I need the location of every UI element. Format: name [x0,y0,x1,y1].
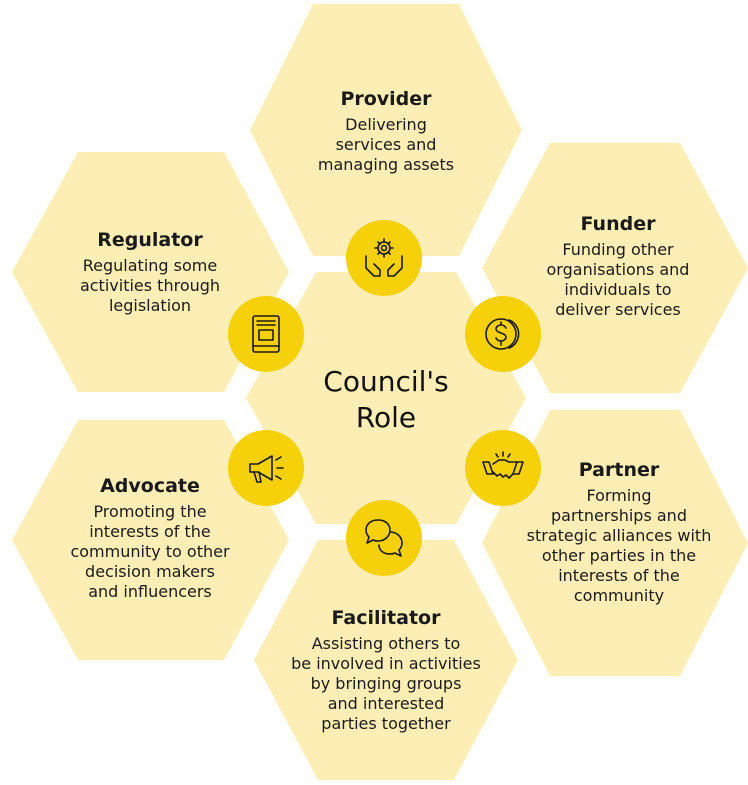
speech-bubbles-icon [365,519,403,557]
funder-text: Funder Funding other organisations and i… [518,212,718,320]
partner-hexagon [482,410,748,676]
partner-line-1: Forming [586,486,652,505]
funder-title: Funder [580,213,656,235]
provider-line-3: managing assets [317,155,455,174]
funder-line-1: Funding other [562,240,674,259]
provider-title: Provider [340,88,432,110]
partner-line-5: interests of the [558,566,680,585]
handshake-icon [482,451,524,479]
regulator-text: Regulator Regulating some activities thr… [40,228,260,316]
facilitator-line-5: parties together [321,714,451,733]
facilitator-hexagon [254,540,518,780]
advocate-hexagon [12,420,289,660]
advocate-line-4: decision makers [85,562,215,581]
regulator-line-3: legislation [108,296,192,315]
regulator-hexagon [12,152,289,392]
regulator-title: Regulator [97,229,203,251]
dollar-coin-icon [485,318,520,350]
funder-hexagon [482,143,748,393]
facilitator-line-3: by bringing groups [310,674,462,693]
provider-line-2: services and [335,135,437,154]
facilitator-title: Facilitator [331,607,441,629]
center-label-line2: Role [355,401,417,434]
partner-line-4: other parties in the [541,546,697,565]
center-hexagon [246,272,526,524]
advocate-title: Advocate [100,475,200,497]
funder-line-3: individuals to [564,280,672,299]
facilitator-line-1: Assisting others to [311,634,461,653]
regulator-line-2: activities through [79,276,221,295]
partner-text: Partner Forming partnerships and strateg… [508,458,730,606]
advocate-line-5: and influencers [88,582,212,601]
regulator-badge [228,296,304,372]
partner-title: Partner [578,459,660,481]
provider-line-1: Delivering [345,115,427,134]
center-label: Council's Role [304,364,468,436]
advocate-line-1: Promoting the [93,502,207,521]
funder-badge [465,296,541,372]
provider-badge [346,220,422,296]
advocate-text: Advocate Promoting the interests of the … [45,474,255,602]
funder-line-2: organisations and [546,260,690,279]
partner-line-6: community [573,586,665,605]
regulator-line-1: Regulating some [82,256,218,275]
megaphone-icon [249,455,284,483]
facilitator-line-2: be involved in activities [291,654,481,673]
law-book-icon [252,315,280,353]
hands-gear-icon [365,238,403,277]
facilitator-line-4: and interested [327,694,445,713]
partner-badge [465,430,541,506]
provider-text: Provider Delivering services and managin… [276,87,496,175]
advocate-line-2: interests of the [89,522,211,541]
center-label-line1: Council's [323,365,449,398]
partner-line-3: strategic alliances with [526,526,712,545]
provider-hexagon [250,4,522,256]
advocate-line-3: community to other [70,542,230,561]
facilitator-badge [346,500,422,576]
facilitator-text: Facilitator Assisting others to be invol… [266,606,506,734]
advocate-badge [228,430,304,506]
funder-line-4: deliver services [555,300,681,319]
partner-line-2: partnerships and [551,506,687,525]
